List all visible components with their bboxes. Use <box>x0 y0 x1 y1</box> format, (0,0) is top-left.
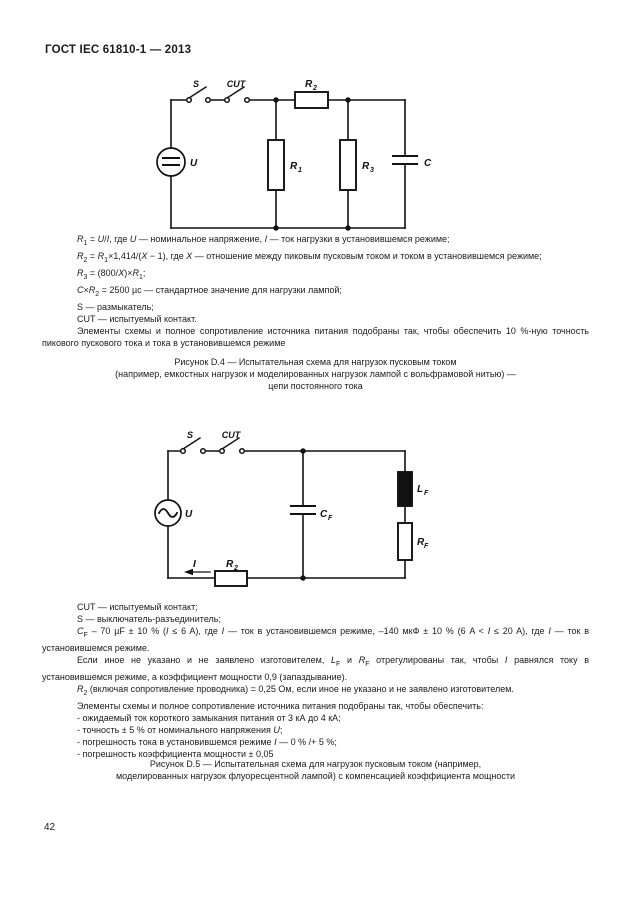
source-label: U <box>190 158 198 169</box>
junction-dots <box>273 97 351 231</box>
switch-s-icon <box>185 86 212 104</box>
circuit-diagram-d5: U S CUT C F L F R F R 2 <box>154 430 429 587</box>
resistor-r1-label: R <box>290 161 298 172</box>
note-line: S — размыкатель; <box>77 301 154 312</box>
note-line: - погрешность коэффициента мощности ± 0,… <box>77 749 274 760</box>
resistor-r2 <box>294 91 329 109</box>
current-label: I <box>193 559 196 570</box>
note-line: CF – 70 µF ± 10 % (I ≤ 6 A), где I — ток… <box>42 626 590 654</box>
resistor-r1 <box>267 139 285 191</box>
page-number: 42 <box>44 822 56 833</box>
note-line: R2 = R1×1,414/(X − 1), где X — отношение… <box>77 250 542 264</box>
svg-text:3: 3 <box>370 167 374 174</box>
note-line: R2 (включая сопротивление проводника) = … <box>77 684 514 697</box>
source-label: U <box>185 509 193 520</box>
note-line: Если иное не указано и не заявлено изгот… <box>42 655 590 683</box>
resistor-r3 <box>339 139 357 191</box>
svg-text:F: F <box>328 515 333 522</box>
note-line: - погрешность тока в установившемся режи… <box>77 737 337 748</box>
ac-source <box>154 499 182 527</box>
note-line: Элементы схемы и полное сопротивление ис… <box>42 325 589 348</box>
capacitor-c <box>392 155 418 165</box>
resistor-rf <box>397 522 413 561</box>
note-line: R1 = U/I, где U — номинальное напряжение… <box>77 234 450 247</box>
document-header: ГОСТ IEC 61810-1 — 2013 <box>45 44 192 56</box>
inductor-lf <box>397 471 413 507</box>
resistor-rf-label: R <box>417 537 425 548</box>
switch-cut-label: CUT <box>222 430 242 440</box>
note-line: CUT — испытуемый контакт. <box>77 313 197 324</box>
resistor-r2-label: R <box>305 79 313 90</box>
inductor-lf-label: L <box>417 484 423 495</box>
capacitor-cf-label: C <box>320 509 328 520</box>
note-line: R3 = (800/X)×R1; <box>77 267 146 281</box>
current-arrow-icon <box>184 568 211 576</box>
figure-d5-caption: Рисунок D.5 — Испытательная схема для на… <box>115 759 516 782</box>
note-line: - точность ± 5 % от номинального напряже… <box>77 725 283 736</box>
svg-text:1: 1 <box>298 167 302 174</box>
switch-s-icon <box>179 437 207 455</box>
switch-s-label: S <box>193 79 199 89</box>
note-line: Элементы схемы и полное сопротивление ис… <box>77 701 484 712</box>
resistor-r2-label: R <box>226 559 234 570</box>
figure-d4-caption: Рисунок D.4 — Испытательная схема для на… <box>115 357 516 392</box>
switch-cut-label: CUT <box>227 79 247 89</box>
resistor-r2 <box>214 570 248 587</box>
note-line: CUT — испытуемый контакт; <box>77 602 198 612</box>
note-line: S — выключатель-разъединитель; <box>77 614 221 625</box>
capacitor-cf <box>290 505 316 515</box>
wires <box>170 99 406 229</box>
dc-source <box>156 147 186 177</box>
switch-cut-icon <box>223 86 251 104</box>
note-line: - ожидаемый ток короткого замыкания пита… <box>77 713 341 724</box>
figure-d4-notes: R1 = U/I, где U — номинальное напряжение… <box>42 233 589 349</box>
figure-d5-notes: CUT — испытуемый контакт; S — выключател… <box>42 601 589 761</box>
resistor-r3-label: R <box>362 161 370 172</box>
svg-text:2: 2 <box>312 85 317 92</box>
switch-cut-icon <box>218 437 246 455</box>
circuit-diagram-d4: U S CUT R 2 R 1 R 3 C <box>156 79 432 231</box>
svg-text:F: F <box>424 490 429 497</box>
wires <box>167 450 406 579</box>
switch-s-label: S <box>187 430 193 440</box>
note-line: C×R2 = 2500 µс — стандартное значение дл… <box>77 284 342 298</box>
svg-text:F: F <box>424 543 429 550</box>
junction-dots <box>300 448 306 581</box>
svg-text:2: 2 <box>233 565 238 572</box>
capacitor-c-label: C <box>424 158 432 169</box>
